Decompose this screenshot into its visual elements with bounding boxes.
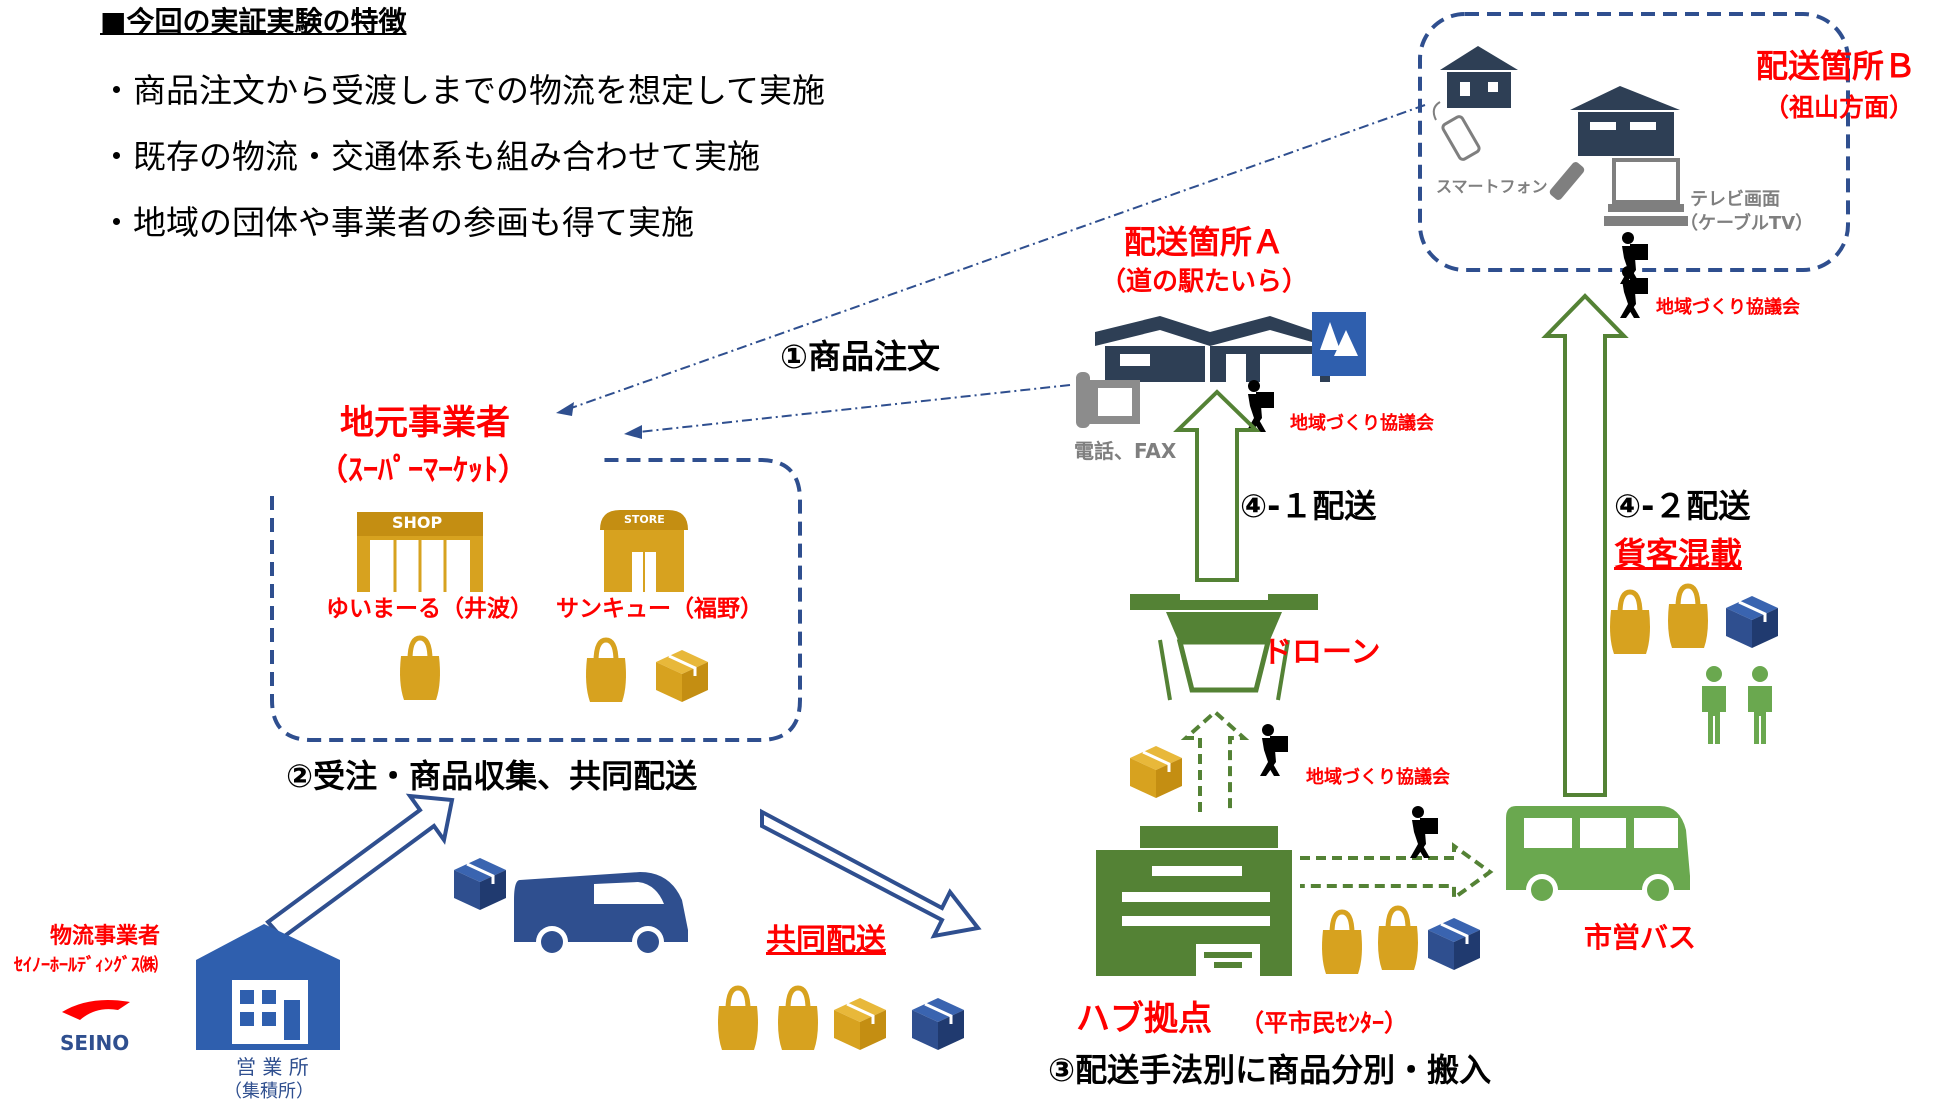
- tv-label: テレビ画面: [1690, 189, 1780, 210]
- step-order: ①商品注文: [780, 337, 940, 376]
- arrow-to-collect: [265, 793, 455, 941]
- joint-delivery-label: 共同配送: [766, 923, 886, 958]
- shopping-bag-icon: [1322, 912, 1362, 974]
- roadside-station-icon: [1095, 316, 1340, 382]
- delivery-person-icon-hub: [1410, 806, 1438, 858]
- arrow-joint-delivery: [760, 808, 982, 939]
- order-line-a: [629, 384, 1071, 434]
- feature-item-3: ・地域の団体や事業者の参画も得て実施: [100, 203, 694, 242]
- feature-item-1: ・商品注文から受渡しまでの物流を想定して実施: [100, 71, 826, 110]
- local-business-title: 地元事業者: [340, 403, 510, 443]
- smartphone-label: スマートフォン: [1436, 177, 1548, 196]
- box-icon-blue: [910, 996, 966, 1052]
- office-label: 営 業 所: [236, 1055, 309, 1079]
- box-icon: [832, 996, 888, 1052]
- drone-council-label: 地域づくり協議会: [1306, 767, 1450, 788]
- local-business-subtitle: （ｽｰﾊﾟｰﾏｰｹｯﾄ）: [318, 453, 528, 488]
- bus-label: 市営バス: [1584, 921, 1697, 954]
- box-icon: [654, 648, 710, 704]
- box-icon-blue: [452, 856, 508, 912]
- box-icon-blue: [1426, 916, 1482, 972]
- bus-icon: [1506, 806, 1690, 906]
- order-line-b: [559, 104, 1426, 413]
- store-icon: [600, 510, 688, 592]
- step-collect: ②受注・商品収集、共同配送: [286, 757, 698, 795]
- store-sign: STORE: [624, 513, 665, 526]
- shopping-bag-icon: [400, 638, 440, 700]
- people-icon: [1702, 666, 1726, 744]
- box-icon: [1128, 744, 1184, 800]
- drone-label: ドローン: [1262, 635, 1381, 670]
- house-icon-2: [1570, 86, 1680, 156]
- step-delivery-2: ④-２配送: [1614, 487, 1751, 525]
- phone-fax-label: 電話、FAX: [1074, 439, 1177, 463]
- delivery-a-council-label: 地域づくり協議会: [1290, 413, 1434, 434]
- remote-icon: [1549, 162, 1585, 200]
- delivery-a-title: 配送箇所Ａ: [1124, 223, 1285, 261]
- phone-fax-icon: [1076, 372, 1140, 428]
- shopping-bag-icon: [1668, 586, 1708, 648]
- local-business-box: [270, 458, 802, 742]
- shopping-bag-icon: [1610, 592, 1650, 654]
- shopping-bag-icon: [778, 988, 818, 1050]
- seino-logo: [62, 999, 130, 1020]
- tv-icon: [1604, 158, 1688, 226]
- delivery-b-title: 配送箇所Ｂ: [1756, 47, 1917, 85]
- arrow-drone-delivery: [1173, 389, 1261, 582]
- hub-subtitle: （平市民ｾﾝﾀｰ）: [1240, 1009, 1408, 1037]
- shopping-bag-icon: [586, 640, 626, 702]
- feature-item-2: ・既存の物流・交通体系も組み合わせて実施: [100, 137, 760, 176]
- box-icon-blue: [1724, 594, 1780, 650]
- shopping-bag-icon: [1378, 908, 1418, 970]
- house-icon: [1440, 46, 1518, 108]
- seino-logo-text: SEINO: [60, 1031, 130, 1055]
- arrow-hub-to-bus: [1300, 842, 1494, 902]
- shop-icon: [357, 512, 483, 592]
- delivery-a-subtitle: （道の駅たいら）: [1100, 267, 1309, 297]
- tree-sign-icon: [1312, 312, 1366, 376]
- logistics-company: ｾｲﾉｰﾎｰﾙﾃﾞｨﾝｸﾞｽ㈱: [14, 955, 158, 976]
- van-icon: [514, 872, 688, 958]
- tv-label-2: （ケーブルTV）: [1680, 213, 1814, 234]
- mixed-transport-label: 貨客混載: [1614, 535, 1743, 573]
- people-icon: [1748, 666, 1772, 744]
- office-subtitle: （集積所）: [224, 1081, 314, 1102]
- features-heading: ■今回の実証実験の特徴: [100, 5, 407, 38]
- smartphone-icon: [1432, 101, 1481, 161]
- step-delivery-1: ④-１配送: [1240, 487, 1377, 525]
- step-sort: ③配送手法別に商品分別・搬入: [1048, 1051, 1492, 1089]
- logistics-title: 物流事業者: [50, 924, 161, 949]
- shopping-bag-icon: [718, 988, 758, 1050]
- arrow-hub-to-drone: [1180, 709, 1250, 812]
- delivery-b-council-label: 地域づくり協議会: [1656, 297, 1800, 318]
- shop-sign: SHOP: [392, 513, 443, 532]
- store-1-label: ゆいまーる（井波）: [326, 596, 533, 622]
- hub-building-icon: [1096, 826, 1292, 976]
- delivery-b-subtitle: （祖山方面）: [1764, 93, 1915, 122]
- store-2-label: サンキュー（福野）: [556, 596, 763, 622]
- drone-icon: [1130, 594, 1318, 701]
- hub-title: ハブ拠点: [1076, 999, 1212, 1039]
- delivery-person-icon-drone: [1260, 724, 1288, 776]
- warehouse-icon: [196, 924, 340, 1050]
- arrow-bus-delivery: [1541, 293, 1629, 797]
